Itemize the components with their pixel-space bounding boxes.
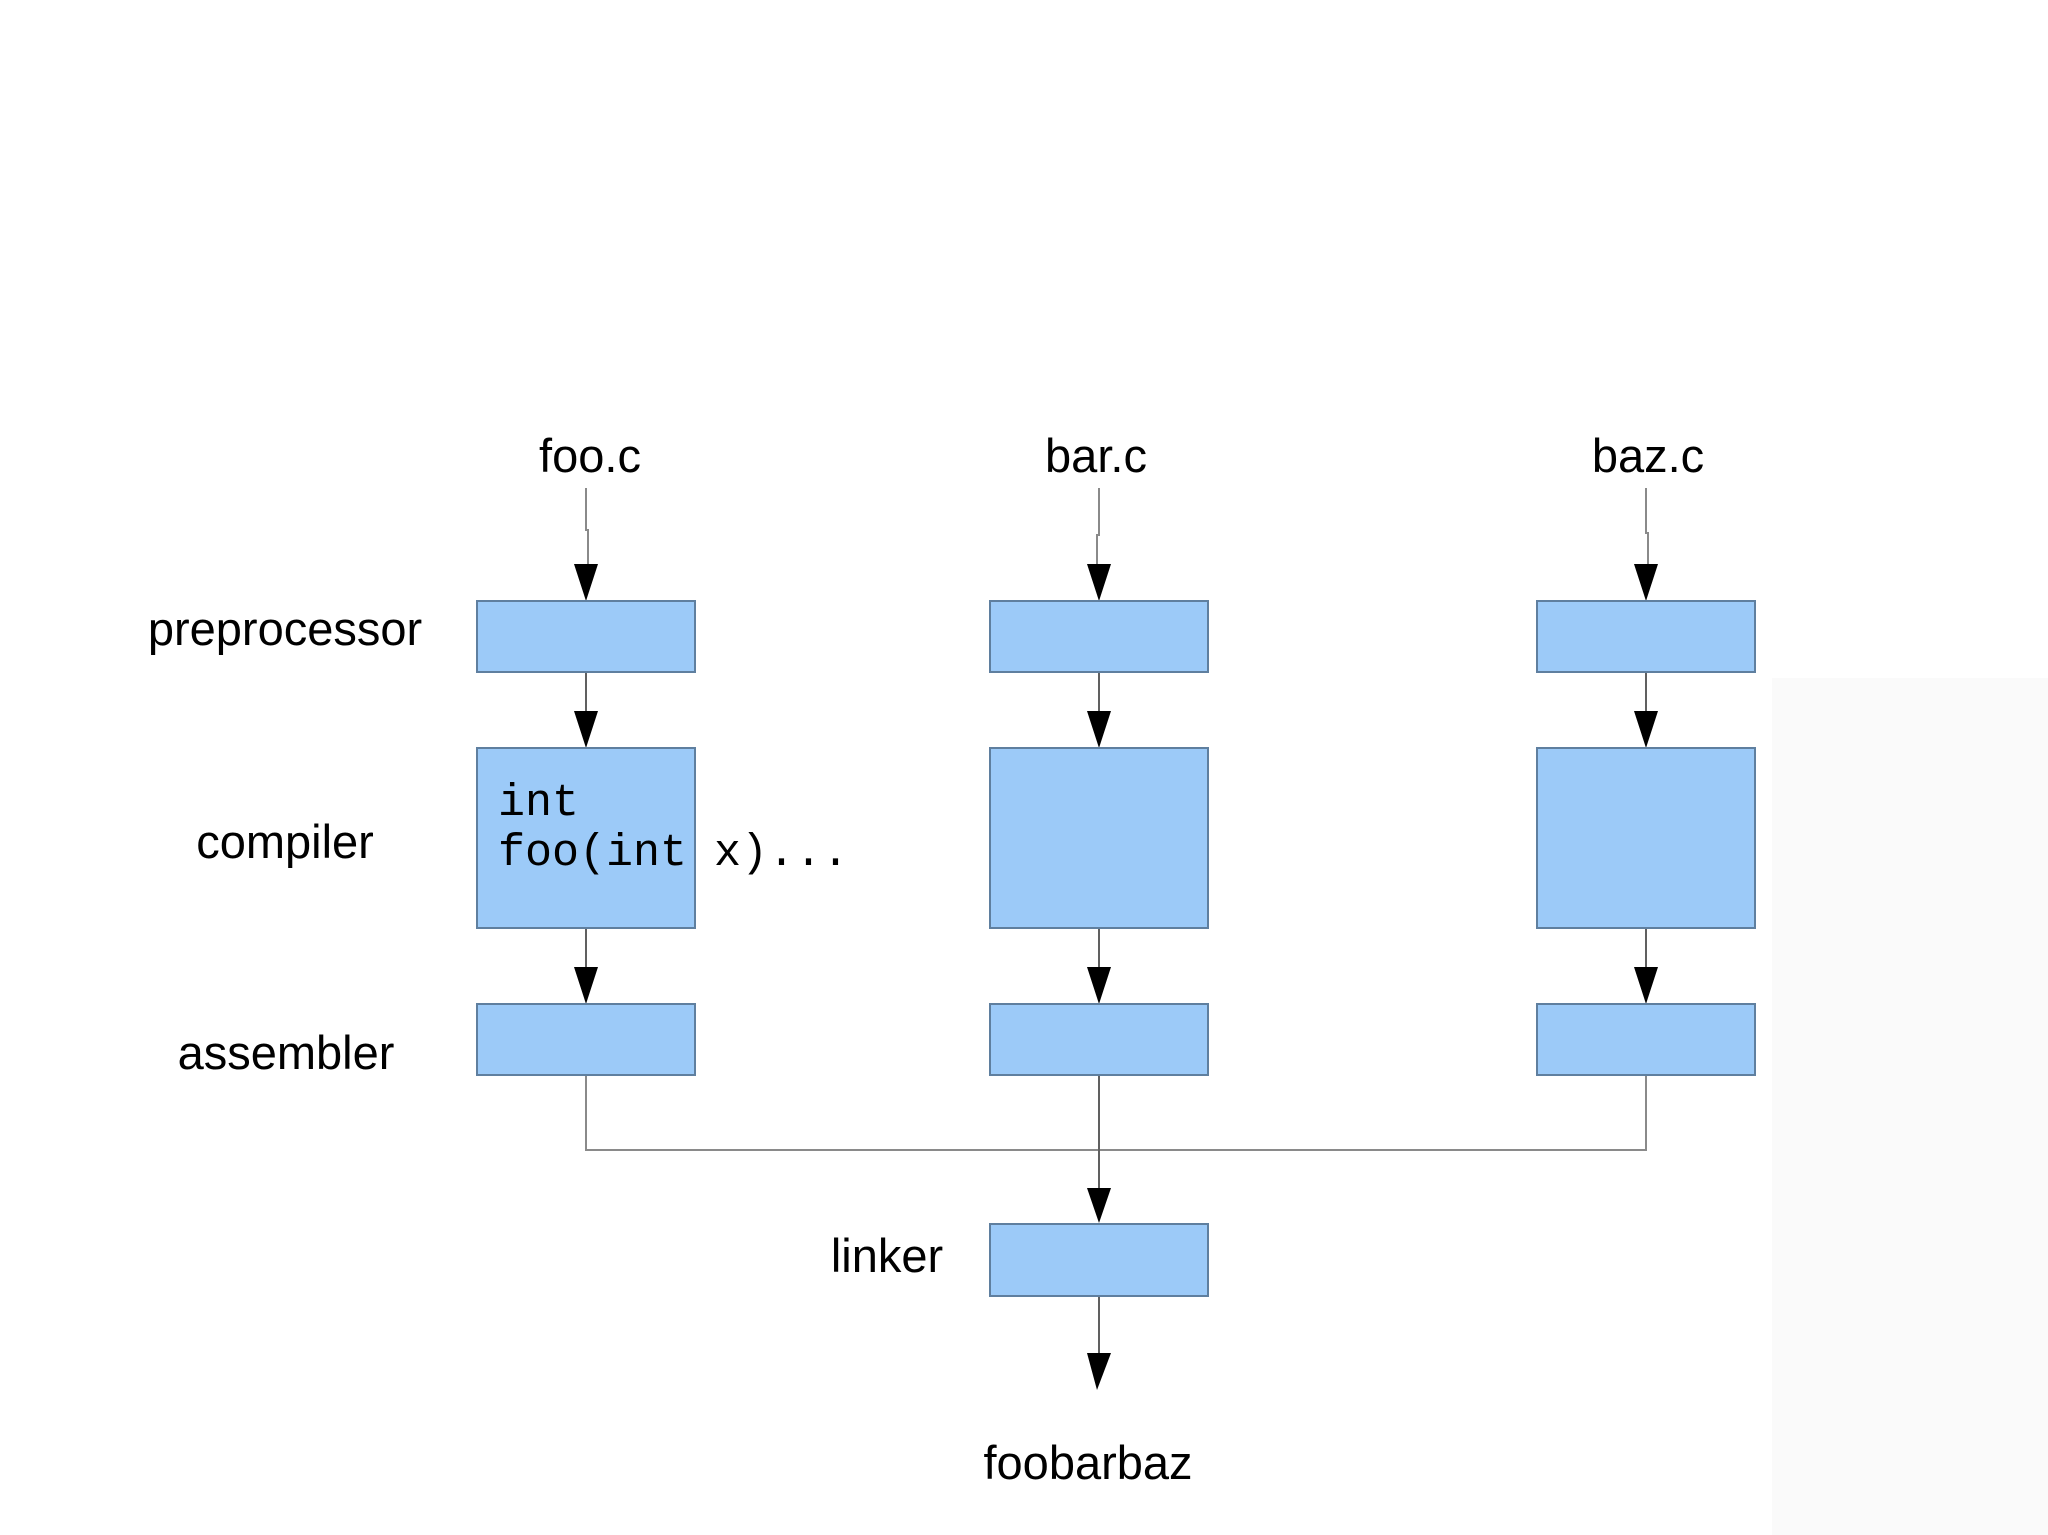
background-tint (1772, 678, 2048, 1535)
arrow-baz-source-to-preprocessor (1634, 488, 1658, 601)
compiler-box-baz (1536, 747, 1756, 929)
compiler-box-foo (476, 747, 696, 929)
arrowhead-icon (1634, 564, 1658, 601)
assembler-box-baz (1536, 1003, 1756, 1076)
stage-label-assembler: assembler (177, 1026, 395, 1080)
linker-box (989, 1223, 1209, 1297)
arrow-foo-compiler-to-assembler (574, 929, 598, 1004)
arrow-bar-preprocessor-to-compiler (1087, 673, 1111, 748)
arrowhead-icon (1634, 711, 1658, 748)
arrowhead-icon (1087, 564, 1111, 601)
arrowhead-icon (574, 564, 598, 601)
arrow-foo-source-to-preprocessor (574, 488, 598, 601)
arrowhead-icon (1634, 967, 1658, 1004)
arrow-bar-source-to-preprocessor (1087, 488, 1111, 601)
arrowhead-icon (574, 711, 598, 748)
assembler-box-foo (476, 1003, 696, 1076)
arrowhead-icon (1087, 1353, 1111, 1390)
compiler-code-annotation: int foo(int x)... (498, 778, 850, 879)
arrow-foo-preprocessor-to-compiler (574, 673, 598, 748)
arrow-linker-to-output (1087, 1297, 1111, 1390)
output-label: foobarbaz (983, 1436, 1193, 1490)
arrow-baz-preprocessor-to-compiler (1634, 673, 1658, 748)
arrowhead-icon (1087, 1188, 1111, 1223)
arrowhead-icon (1087, 967, 1111, 1004)
source-label-bar: bar.c (1045, 429, 1147, 483)
arrowhead-icon (574, 967, 598, 1004)
stage-label-compiler: compiler (196, 815, 374, 869)
stage-label-preprocessor: preprocessor (147, 602, 423, 656)
arrow-baz-compiler-to-assembler (1634, 929, 1658, 1004)
arrowhead-icon (1087, 711, 1111, 748)
elbow-connector-assemblers-to-linker (585, 1076, 1647, 1151)
preprocessor-box-foo (476, 600, 696, 673)
source-label-foo: foo.c (539, 429, 641, 483)
assembler-box-bar (989, 1003, 1209, 1076)
source-label-baz: baz.c (1591, 429, 1705, 483)
preprocessor-box-baz (1536, 600, 1756, 673)
arrow-assemblers-to-linker (1087, 1076, 1111, 1223)
compiler-box-bar (989, 747, 1209, 929)
preprocessor-box-bar (989, 600, 1209, 673)
stage-label-linker: linker (830, 1229, 944, 1283)
arrow-bar-compiler-to-assembler (1087, 929, 1111, 1004)
